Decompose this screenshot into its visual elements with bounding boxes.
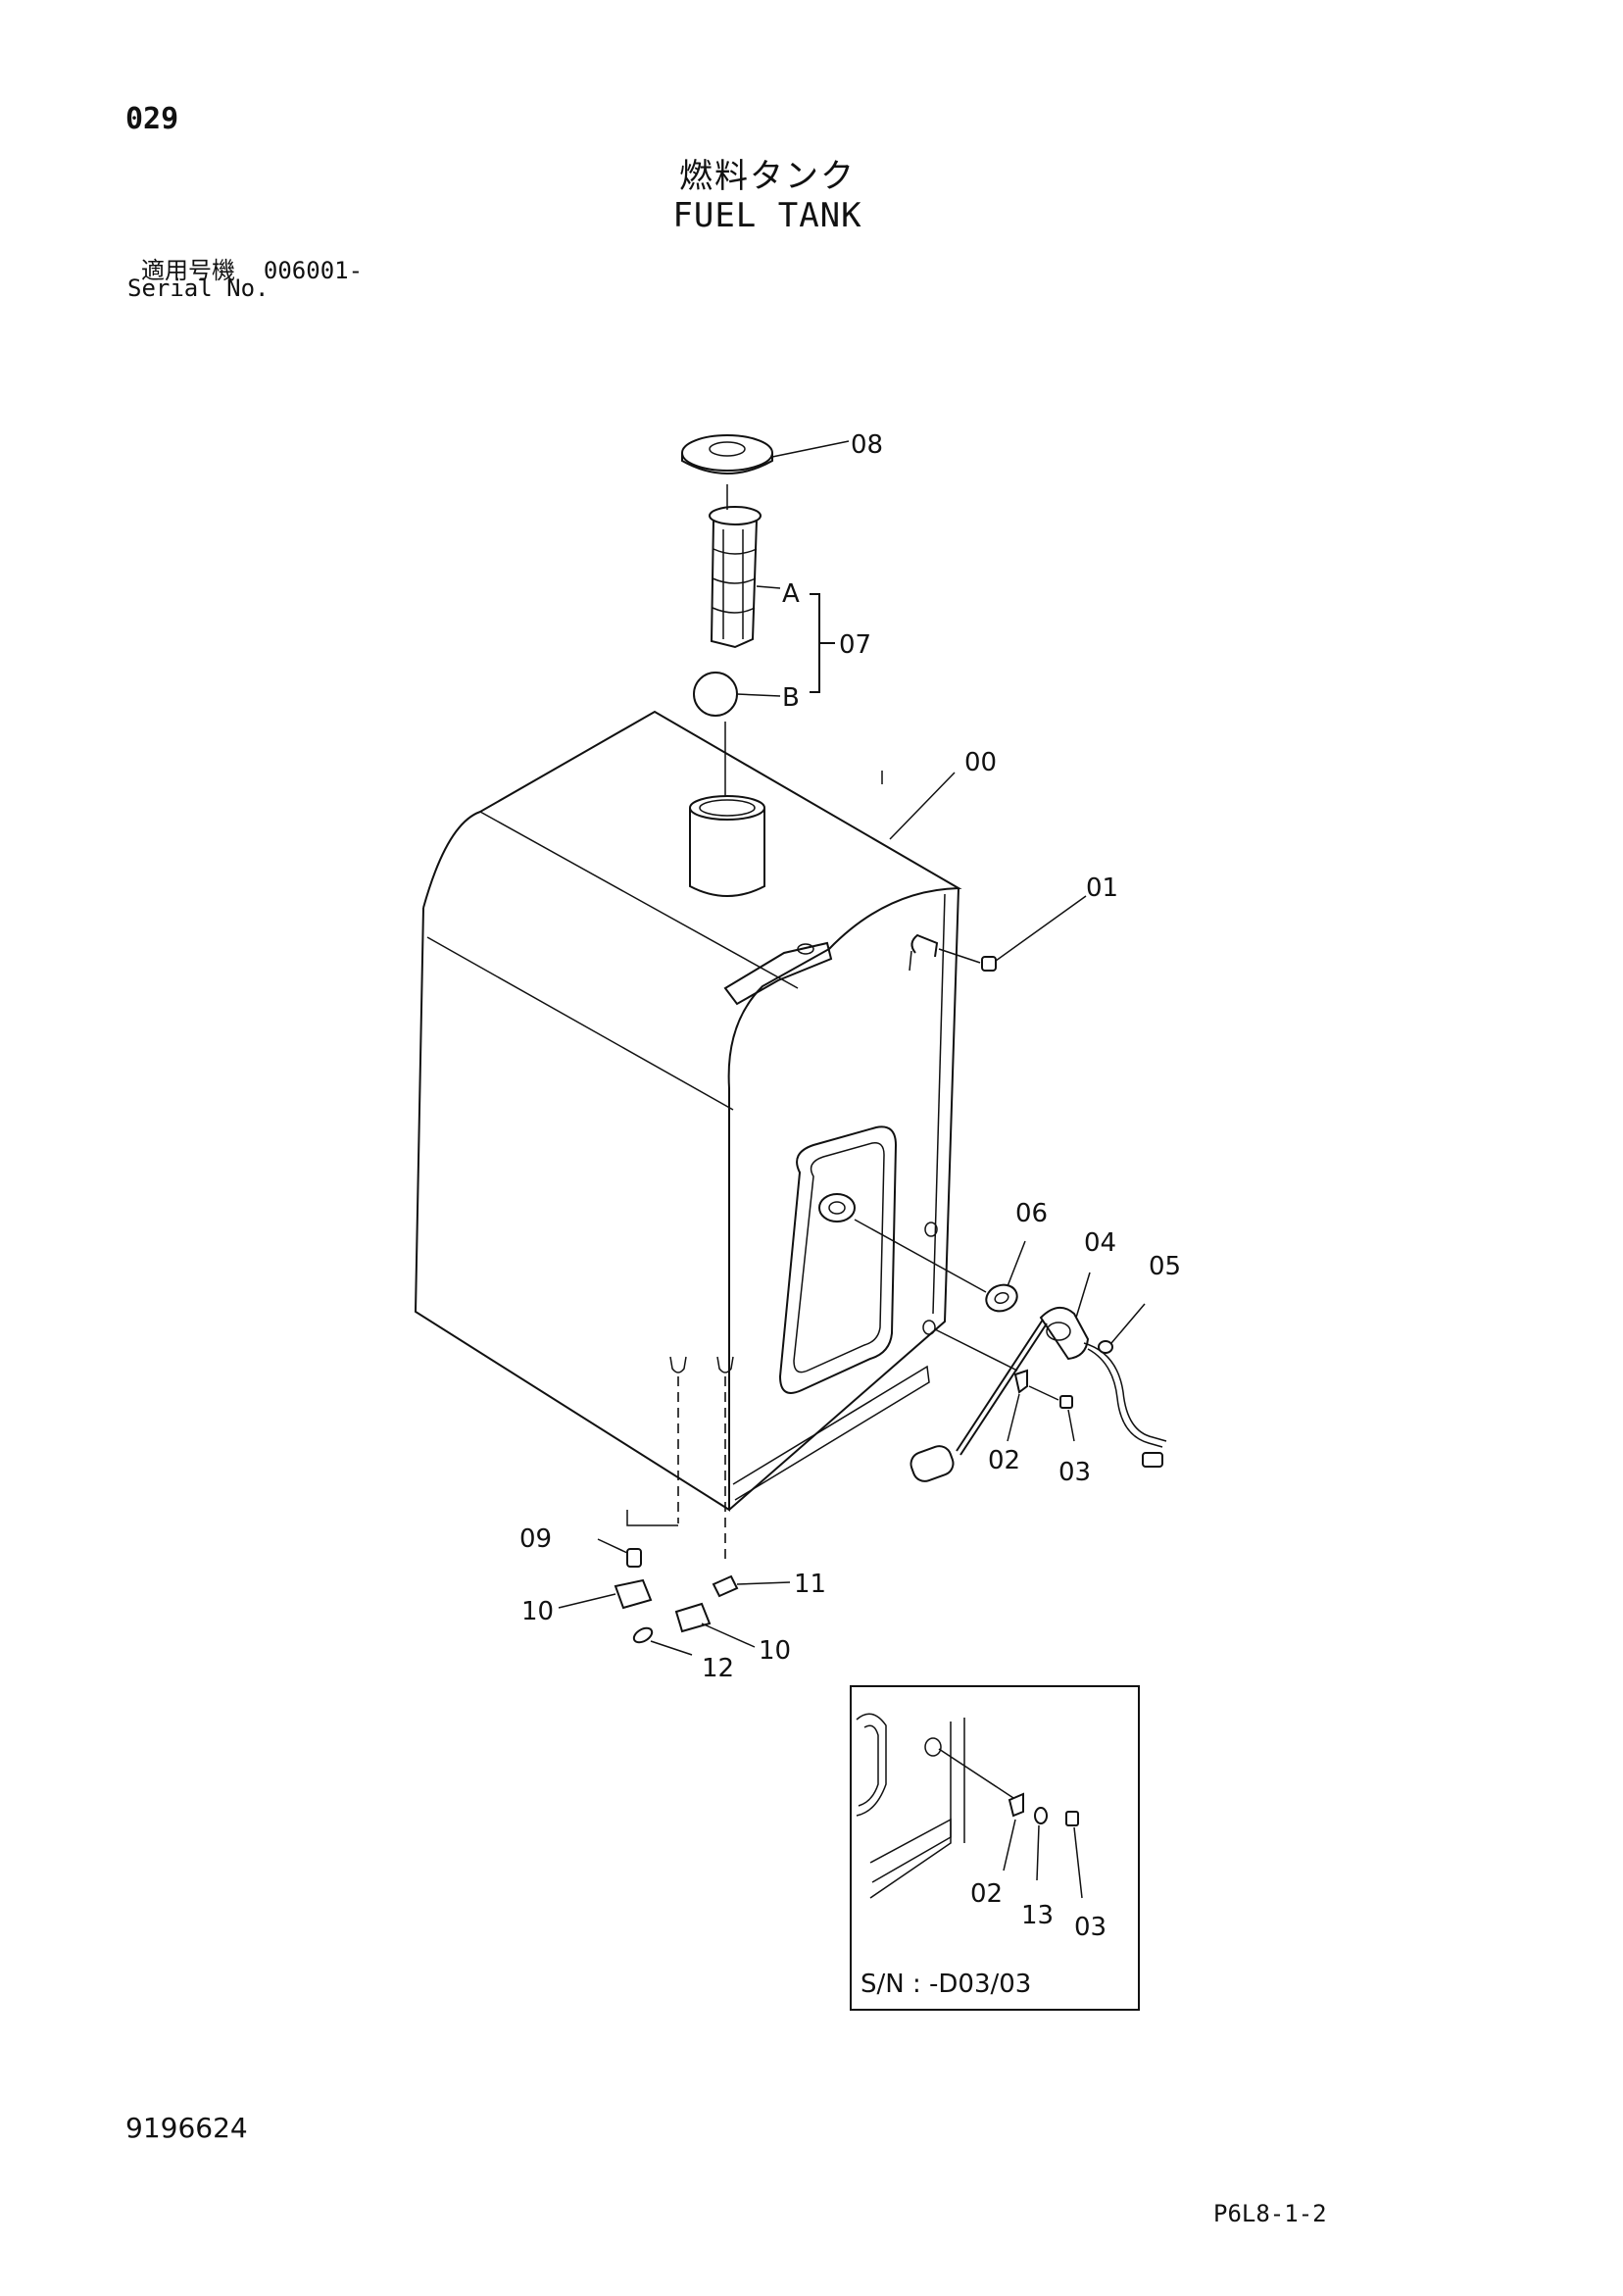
callout-07b: B — [782, 683, 800, 713]
callout-09: 09 — [519, 1524, 552, 1554]
callout-12: 12 — [702, 1654, 734, 1683]
inset-callout-03: 03 — [1074, 1913, 1107, 1942]
inset-callout-13: 13 — [1021, 1901, 1054, 1930]
part-02-bracket — [934, 1328, 1028, 1442]
callout-07: 07 — [839, 630, 871, 660]
filler-neck — [689, 795, 765, 897]
part-05-screw — [1098, 1303, 1146, 1354]
part-03-bolt — [1028, 1385, 1075, 1442]
part-01-plug — [938, 895, 1087, 972]
title-japanese: 燃料タンク — [679, 157, 856, 196]
part-07-strainer — [693, 506, 835, 717]
document-number: 9196624 — [125, 2112, 248, 2144]
callout-02: 02 — [988, 1446, 1020, 1475]
callout-06: 06 — [1015, 1199, 1048, 1228]
inset-callout-02: 02 — [970, 1879, 1003, 1909]
inset-caption: S/N : -D03/03 — [861, 1970, 1031, 1999]
serial-line-japanese: 適用号機 006001- — [141, 251, 363, 285]
callout-00: 00 — [964, 748, 997, 777]
page-reference: P6L8-1-2 — [1213, 2200, 1327, 2227]
callout-08: 08 — [851, 430, 883, 460]
part-00-tank-body — [414, 710, 962, 1512]
part-08-cap — [681, 434, 850, 474]
title-english: FUEL TANK — [672, 196, 862, 235]
callout-05: 05 — [1149, 1252, 1181, 1281]
serial-label-english: Serial No. — [127, 275, 270, 302]
callout-03: 03 — [1058, 1458, 1091, 1487]
serial-label-japanese: 適用号機 — [141, 257, 235, 284]
part-04-fuel-sender — [910, 1272, 1167, 1482]
serial-value: 006001- — [263, 257, 364, 284]
part-06-gasket — [854, 1219, 1026, 1313]
callout-11: 11 — [794, 1570, 826, 1599]
callout-10-right: 10 — [759, 1636, 791, 1666]
drain-assembly — [558, 1356, 791, 1656]
callout-07a: A — [782, 579, 800, 609]
callout-01: 01 — [1086, 873, 1118, 903]
callout-04: 04 — [1084, 1228, 1116, 1258]
callout-10-left: 10 — [521, 1597, 554, 1626]
inset-detail-box: 02 13 03 S/N : -D03/03 — [850, 1685, 1140, 2011]
page-number: 029 — [125, 102, 179, 136]
